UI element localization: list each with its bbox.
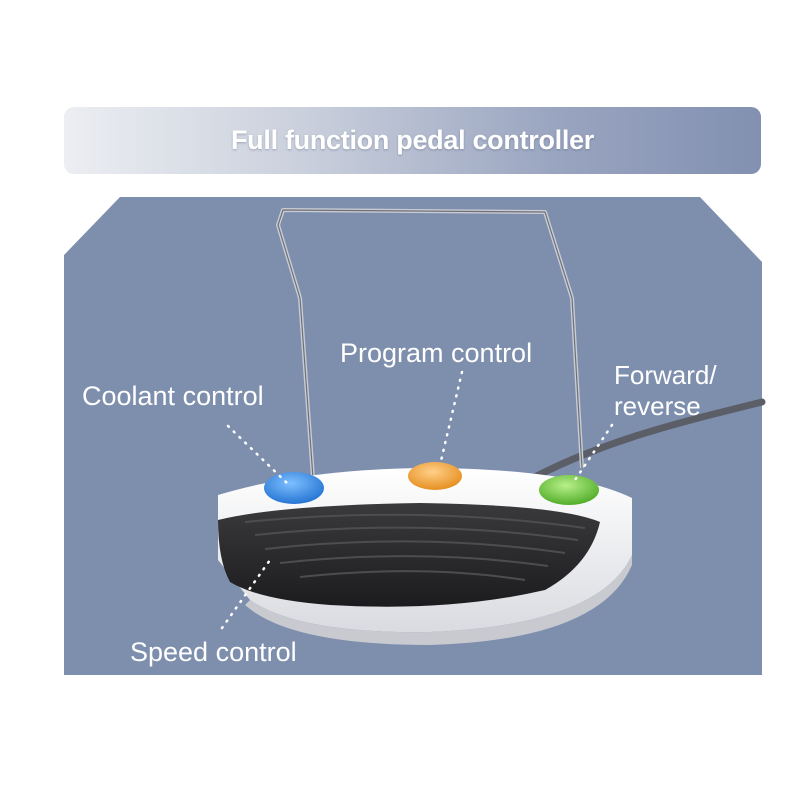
program-button[interactable] — [408, 462, 462, 490]
power-cable — [516, 398, 766, 489]
forward-reverse-label-line1: Forward/ — [614, 360, 717, 390]
coolant-control-label: Coolant control — [82, 381, 264, 411]
speed-control-label: Speed control — [130, 637, 297, 667]
pedal-grooves — [244, 513, 586, 581]
title-banner: Full function pedal controller — [64, 107, 761, 174]
program-control-label: Program control — [340, 338, 533, 368]
coolant-button[interactable] — [264, 472, 324, 504]
page-title: Full function pedal controller — [230, 125, 594, 155]
forward-reverse-label-line2: reverse — [614, 391, 701, 421]
forward-reverse-label: Forward/ reverse — [614, 360, 717, 422]
callout-lines — [220, 370, 614, 630]
forward-reverse-button[interactable] — [539, 475, 599, 505]
pedal-top — [218, 503, 600, 607]
